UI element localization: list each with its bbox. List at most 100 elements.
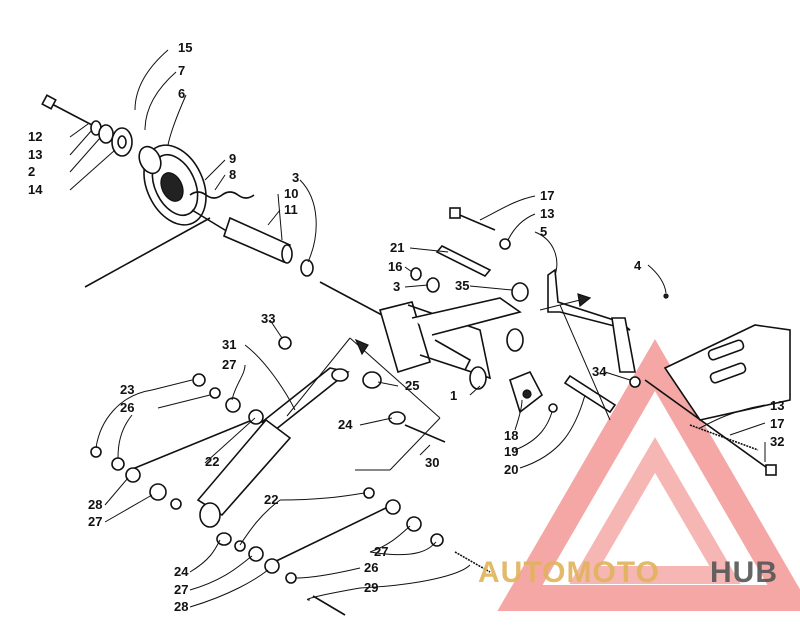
bushing-right-b [406,516,422,532]
hub-14 [111,127,133,157]
washer-lower-a [234,540,246,552]
washer-26-left [111,457,125,471]
label-16: 16 [388,259,402,274]
washer-right-c [430,533,444,547]
sleeve-11 [223,216,293,264]
label-17-top: 17 [540,188,554,203]
watermark-logo [497,339,800,611]
link-arm-upper [129,415,263,471]
nut-23-left [90,446,102,458]
bolt-17-right [689,424,759,451]
nut-34 [629,376,641,388]
washer-22-mid [363,487,375,499]
label-30: 30 [425,455,439,470]
bolt-29-lower [312,595,346,616]
bushing-27-left [149,483,167,501]
label-9: 9 [229,151,236,166]
watermark-brand: AUTOMOTO HUB [478,556,778,589]
washer-26-top [209,387,221,399]
spacer-24-top [388,411,406,425]
label-24-mid: 24 [338,417,353,432]
bushing-28-lower [264,558,280,574]
watermark-triangle-inner [569,437,741,584]
label-8: 8 [229,167,236,182]
tube-20 [563,374,617,414]
watermark-triangle-outer [497,339,800,611]
bracket-5 [547,268,636,373]
washer-23 [192,373,206,387]
washer-19 [548,403,558,413]
label-3-top: 3 [292,170,299,185]
bushing-27-top [225,397,241,413]
bolt-12 [41,94,93,126]
washer-26-lower [285,572,297,584]
washer-22-left [170,498,182,510]
bushing-right-a [385,499,401,515]
label-4: 4 [634,258,642,273]
watermark-brand-part1: AUTOMOTO [478,556,660,589]
label-22-mid: 22 [264,492,278,507]
bolt-29-right [454,551,491,573]
spacer-25 [362,371,382,389]
label-22-left: 22 [205,454,219,469]
label-32: 32 [770,434,784,449]
bushing-35 [511,282,529,302]
label-17-right: 17 [770,416,784,431]
label-28-lower: 28 [174,599,188,614]
watermark-brand-part2: HUB [710,556,778,589]
label-5: 5 [540,224,547,239]
assembly-bracket-lines [286,293,611,471]
label-24-lower: 24 [174,564,189,579]
label-1: 1 [450,388,457,403]
label-13-right: 13 [770,398,784,413]
label-10: 10 [284,186,298,201]
label-7: 7 [178,63,185,78]
bolt-32 [644,379,777,476]
washer-2 [98,124,114,144]
label-25: 25 [405,378,419,393]
bushing-3-right [426,277,440,293]
label-35: 35 [455,278,469,293]
label-12: 12 [28,129,42,144]
rear-plate [663,324,791,421]
label-14: 14 [28,182,43,197]
label-15: 15 [178,40,192,55]
nut-33 [278,336,292,350]
label-6: 6 [178,86,185,101]
label-29: 29 [364,580,378,595]
label-20: 20 [504,462,518,477]
label-13-top: 13 [540,206,554,221]
label-23: 23 [120,382,134,397]
bolt-17-top [449,207,496,231]
bushing-28-left [125,467,141,483]
label-18: 18 [504,428,518,443]
long-rod [84,217,211,288]
spacer-24-lower [216,532,232,546]
label-27-lower: 27 [174,582,188,597]
label-28-left: 28 [88,497,102,512]
shock-absorber-31 [196,367,350,528]
shock-mount-18 [509,370,544,414]
callout-leaders [69,49,766,608]
link-arm-lower [267,504,393,566]
label-27-left: 27 [88,514,102,529]
bushing-3-left [300,259,314,277]
bushing-27-lower [248,546,264,562]
part-labels: 15 7 6 12 13 2 14 9 8 3 10 11 17 13 5 21… [28,40,784,614]
pulley-wheel [138,144,207,226]
label-31: 31 [222,337,236,352]
label-3-mid: 3 [393,279,400,294]
nut-13-top [499,238,511,250]
label-26-top: 26 [120,400,134,415]
label-13: 13 [28,147,42,162]
label-11: 11 [284,202,298,217]
label-21: 21 [390,240,404,255]
label-26-lower: 26 [364,560,378,575]
label-34: 34 [592,364,607,379]
label-19: 19 [504,444,518,459]
pin-4 [663,293,669,299]
bushing-16 [410,267,422,281]
label-33: 33 [261,311,275,326]
pin-21 [435,245,492,277]
